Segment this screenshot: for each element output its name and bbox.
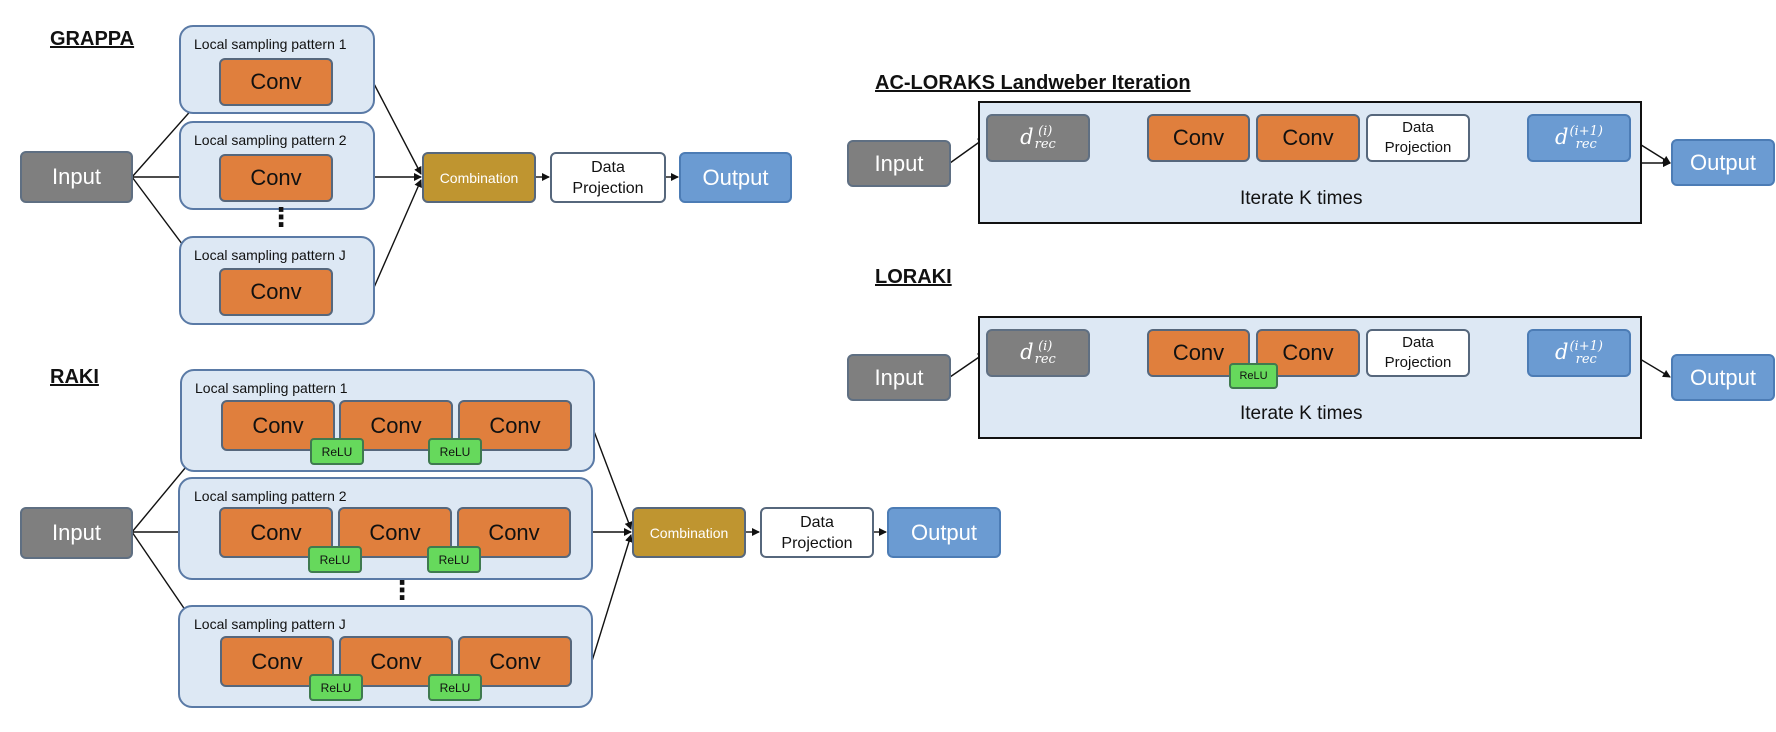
raki-pattern-j-label: Local sampling pattern J (194, 616, 346, 632)
grappa-pattern-j-label: Local sampling pattern J (194, 247, 346, 263)
acloraks-d-rec-i: d(i)rec (986, 114, 1090, 162)
raki-output: Output (887, 507, 1001, 558)
loraki-output: Output (1671, 354, 1775, 401)
grappa-pattern-2-label: Local sampling pattern 2 (194, 132, 347, 148)
grappa-output: Output (679, 152, 792, 203)
loraki-d-rec-i1-symbol: d(i+1)rec (1555, 339, 1603, 368)
loraki-data-projection: Data Projection (1366, 329, 1470, 377)
raki-pattern-1-label: Local sampling pattern 1 (195, 380, 348, 396)
acloraks-title: AC-LORAKS Landweber Iteration (875, 72, 1191, 94)
loraki-d-rec-i-symbol: d(i)rec (1020, 339, 1056, 368)
acloraks-iterate-label: Iterate K times (1240, 188, 1363, 209)
raki-p2-relu-1: ReLU (308, 546, 362, 573)
raki-p2-relu-2: ReLU (427, 546, 481, 573)
grappa-ellipsis: ⋮ (268, 202, 294, 232)
loraki-d-rec-i1: d(i+1)rec (1527, 329, 1631, 377)
raki-data-projection: Data Projection (760, 507, 874, 558)
loraki-title: LORAKI (875, 266, 952, 288)
grappa-conv-j: Conv (219, 268, 333, 316)
raki-pattern-2-label: Local sampling pattern 2 (194, 488, 347, 504)
raki-p1-relu-1: ReLU (310, 438, 364, 465)
raki-ellipsis: ⋮ (389, 575, 415, 605)
grappa-pattern-1-label: Local sampling pattern 1 (194, 36, 347, 52)
grappa-title: GRAPPA (50, 28, 135, 50)
raki-pj-relu-2: ReLU (428, 674, 482, 701)
loraki-input: Input (847, 354, 951, 401)
acloraks-data-projection: Data Projection (1366, 114, 1470, 162)
raki-p1-relu-2: ReLU (428, 438, 482, 465)
acloraks-d-rec-i1: d(i+1)rec (1527, 114, 1631, 162)
acloraks-conv-1: Conv (1147, 114, 1250, 162)
acloraks-d-rec-i1-symbol: d(i+1)rec (1555, 124, 1603, 153)
loraki-relu: ReLU (1229, 363, 1278, 389)
grappa-conv-1: Conv (219, 58, 333, 106)
raki-pj-relu-1: ReLU (309, 674, 363, 701)
acloraks-d-rec-i-symbol: d(i)rec (1020, 124, 1056, 153)
loraki-iterate-label: Iterate K times (1240, 403, 1363, 424)
grappa-combination: Combination (422, 152, 536, 203)
grappa-input: Input (20, 151, 133, 203)
raki-input: Input (20, 507, 133, 559)
raki-combination: Combination (632, 507, 746, 558)
grappa-conv-2: Conv (219, 154, 333, 202)
raki-title: RAKI (50, 366, 99, 388)
acloraks-conv-2: Conv (1256, 114, 1360, 162)
acloraks-input: Input (847, 140, 951, 187)
loraki-d-rec-i: d(i)rec (986, 329, 1090, 377)
grappa-data-projection: Data Projection (550, 152, 666, 203)
raki-pj-conv-1: Conv (220, 636, 334, 687)
acloraks-output: Output (1671, 139, 1775, 186)
